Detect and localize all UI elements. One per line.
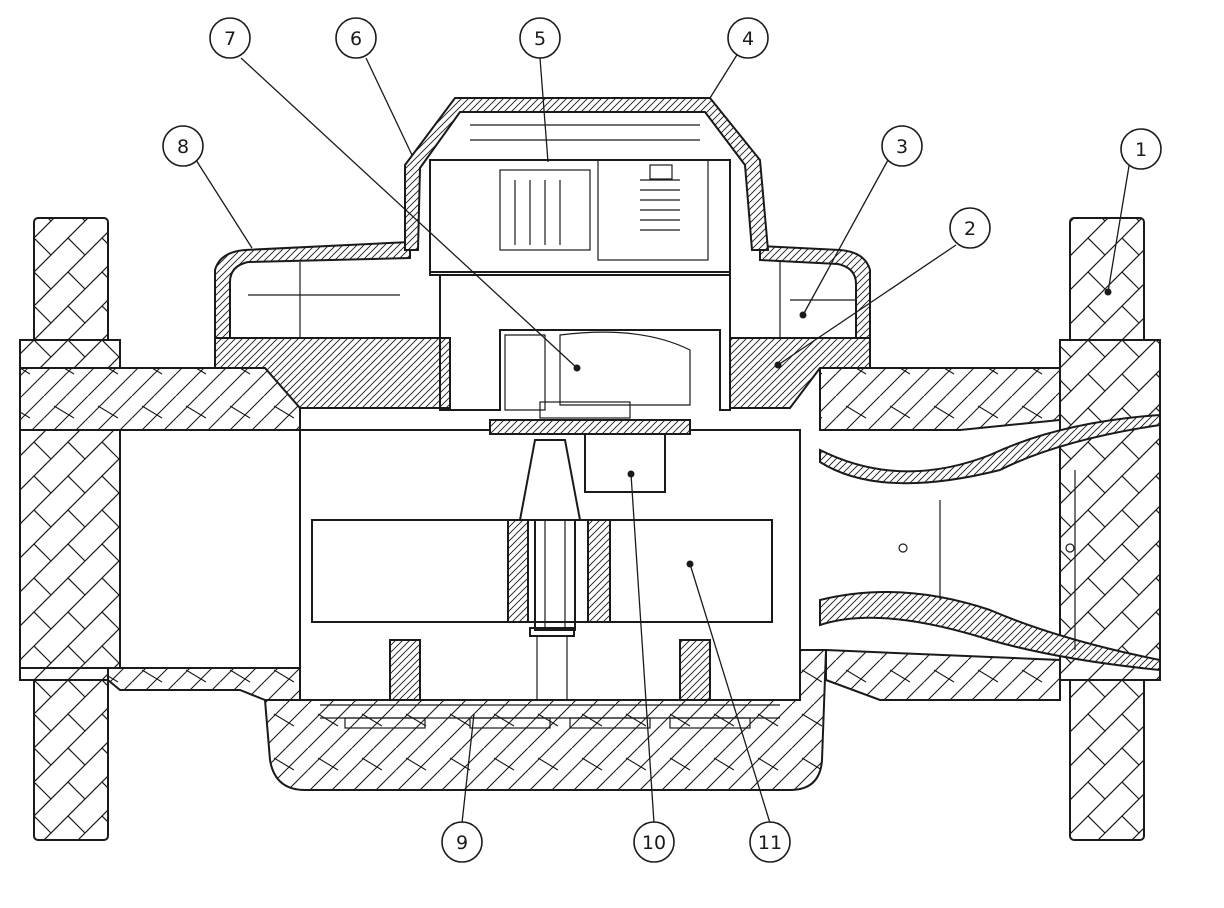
leader-9 <box>461 713 475 824</box>
leader-5 <box>539 57 549 163</box>
magnetic-coupling <box>584 433 666 493</box>
callout-3: 3 <box>881 125 923 167</box>
left-flange <box>19 217 121 841</box>
svg-text:9: 9 <box>456 832 468 854</box>
svg-text:5: 5 <box>534 28 546 50</box>
callout-2: 2 <box>949 207 991 249</box>
register-dome <box>404 97 770 276</box>
svg-text:10: 10 <box>642 832 666 854</box>
register-gears <box>514 164 680 245</box>
svg-text:1: 1 <box>1135 139 1147 161</box>
leader-8 <box>195 159 253 249</box>
svg-text:3: 3 <box>896 136 908 158</box>
callout-4: 4 <box>727 17 769 59</box>
callout-9: 9 <box>441 821 483 863</box>
turbine-rotor <box>311 439 773 700</box>
inlet-nozzle <box>819 413 1161 672</box>
leader-11 <box>689 563 771 824</box>
svg-text:2: 2 <box>964 218 976 240</box>
right-flange <box>1059 217 1161 841</box>
cover-plate <box>214 337 871 409</box>
callout-5: 5 <box>519 17 561 59</box>
leader-10 <box>630 473 655 824</box>
bottom-support <box>320 639 780 729</box>
leader-4 <box>709 49 741 99</box>
svg-text:8: 8 <box>177 136 189 158</box>
callout-7: 7 <box>209 17 251 59</box>
callout-10: 10 <box>633 821 675 863</box>
drive-housing <box>439 274 731 435</box>
register-mechanism <box>430 159 730 273</box>
svg-text:11: 11 <box>758 832 782 854</box>
leader-lines <box>195 49 1131 824</box>
callout-11: 11 <box>749 821 791 863</box>
leader-2 <box>777 244 957 366</box>
svg-text:4: 4 <box>742 28 754 50</box>
svg-text:7: 7 <box>224 28 236 50</box>
leader-3 <box>802 159 889 316</box>
leader-6 <box>365 57 413 156</box>
meter-body <box>19 367 1061 791</box>
leader-7 <box>240 57 578 369</box>
callout-6: 6 <box>335 17 377 59</box>
svg-text:6: 6 <box>350 28 362 50</box>
leader-dots <box>573 288 1112 568</box>
leader-1 <box>1107 159 1131 293</box>
callout-1: 1 <box>1120 128 1162 170</box>
callout-8: 8 <box>162 125 204 167</box>
outer-hood <box>214 240 871 339</box>
